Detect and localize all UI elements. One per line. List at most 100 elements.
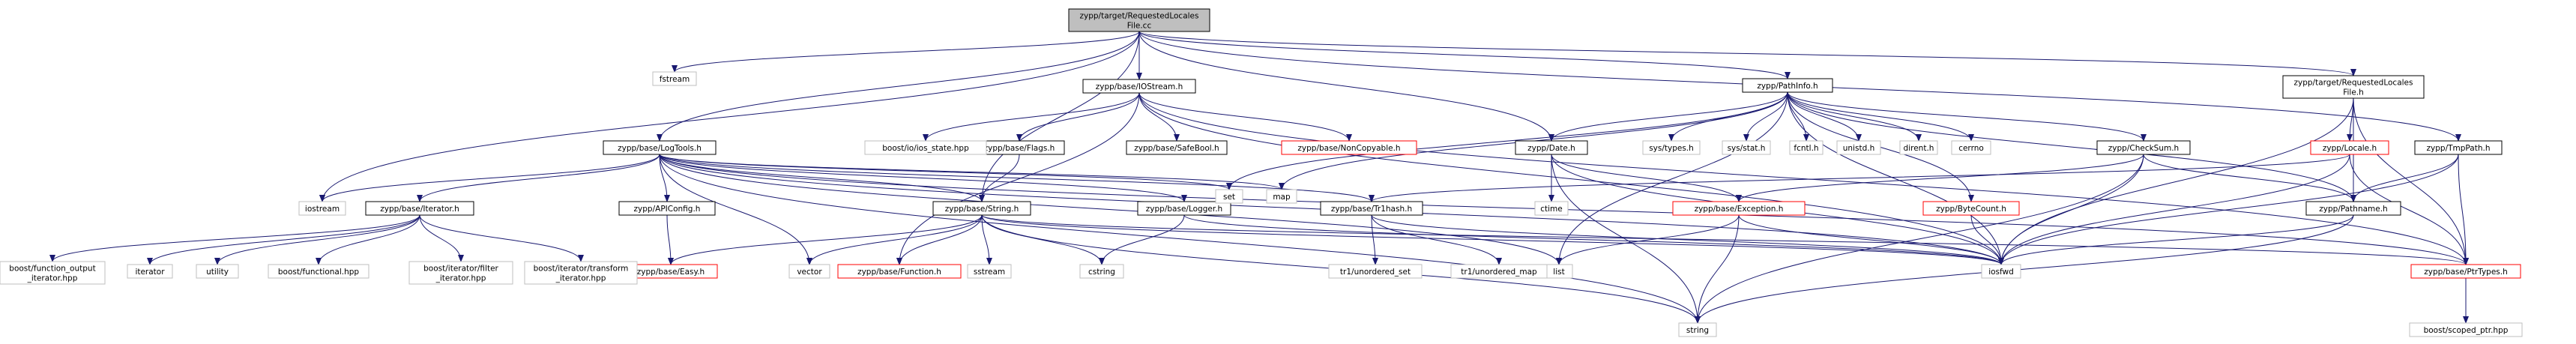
node-date_h[interactable]: zypp/Date.h (1515, 140, 1588, 155)
edge-tr1hash-to-tr1_unordered_set (1371, 214, 1378, 265)
node-label: boost/io/ios_state.hpp (882, 144, 969, 153)
node-label: zypp/target/RequestedLocales (1080, 12, 1199, 21)
edge-string_h-to-iosfwd (981, 214, 2004, 265)
node-box (618, 201, 716, 216)
node-function_h[interactable]: zypp/base/Function.h (837, 264, 962, 279)
edge-pathinfo-to-cerrno (1787, 91, 1974, 142)
node-label: boost/functional.hpp (278, 268, 360, 277)
edge-iostream_h-to-flags (1016, 92, 1140, 142)
edge-rlf_h-to-iosfwd (1998, 97, 2354, 265)
node-label: boost/function_output (9, 265, 95, 274)
edge-logtools-to-vector (659, 154, 812, 265)
node-noncopyable[interactable]: zypp/base/NonCopyable.h (1281, 140, 1417, 155)
edge-pathname-to-string (1695, 214, 2354, 324)
node-box (2409, 322, 2523, 337)
node-box (1328, 264, 1423, 279)
node-iterator_h[interactable]: zypp/base/Iterator.h (365, 201, 474, 216)
node-label: cerrno (1958, 144, 1984, 153)
node-box (1079, 264, 1124, 279)
edge-locale_h-to-tr1hash (1369, 154, 2350, 202)
node-label: sys/types.h (1649, 144, 1694, 153)
node-locale_h[interactable]: zypp/Locale.h (2310, 140, 2389, 155)
node-box (1082, 79, 1196, 94)
node-box (2410, 264, 2521, 279)
edge-iterator_h-to-boost_filter (419, 214, 464, 262)
edge-iostream_h-to-iosfwd (1138, 92, 2004, 265)
node-box (603, 140, 717, 155)
node-label: zypp/base/Logger.h (1146, 205, 1222, 214)
edge-pathinfo-to-sys_types (1668, 91, 1788, 142)
edge-string_h-to-ptrtypes (981, 214, 2469, 265)
node-iostream_h[interactable]: zypp/base/IOStream.h (1082, 79, 1196, 94)
node-pathname[interactable]: zypp/Pathname.h (2305, 201, 2401, 216)
node-label: list (1553, 268, 1564, 277)
node-fstream: fstream (652, 71, 697, 86)
edge-pathinfo-to-pathname (1787, 91, 2356, 202)
node-label: unistd.h (1843, 144, 1874, 153)
node-list: list (1545, 264, 1573, 279)
edge-iostream_h-to-function_h (896, 92, 1140, 265)
node-safebool[interactable]: zypp/base/SafeBool.h (1126, 140, 1228, 155)
node-label: iostream (305, 205, 340, 214)
edge-pathinfo-to-checksum (1787, 91, 2147, 142)
node-box (1678, 322, 1717, 337)
node-apiconfig[interactable]: zypp/APIConfig.h (618, 201, 716, 216)
node-easy[interactable]: zypp/base/Easy.h (624, 264, 718, 279)
node-label: zypp/base/Easy.h (637, 268, 705, 277)
edge-iterator_h-to-iterator (147, 214, 420, 265)
edge-root-to-fstream (672, 31, 1140, 73)
edge-checksum-to-string (1695, 154, 2144, 324)
node-logtools[interactable]: zypp/base/LogTools.h (603, 140, 717, 155)
node-boost_transform: boost/iterator/transform_iterator.hpp (524, 261, 638, 285)
node-label: zypp/target/RequestedLocales (2294, 79, 2413, 88)
node-flags[interactable]: zypp/base/Flags.h (974, 140, 1065, 155)
node-box (1450, 264, 1548, 279)
node-label: _iterator.hpp (27, 274, 78, 283)
node-label: boost/iterator/transform (534, 265, 629, 274)
edge-iterator_h-to-boost_functional (316, 214, 420, 265)
edge-root-to-string_h (979, 31, 1140, 202)
node-label: boost/scoped_ptr.hpp (2424, 326, 2509, 335)
node-pathinfo[interactable]: zypp/PathInfo.h (1742, 78, 1833, 93)
node-label: set (1223, 193, 1235, 202)
node-utility: utility (196, 264, 239, 279)
node-box (2414, 140, 2503, 155)
node-label: zypp/base/Flags.h (984, 144, 1055, 153)
edge-exception-to-list (1556, 214, 1740, 265)
node-box (1672, 201, 1806, 216)
node-tmppath[interactable]: zypp/TmpPath.h (2414, 140, 2503, 155)
node-dirent: dirent.h (1899, 140, 1938, 155)
node-boost_foi: boost/function_output_iterator.hpp (0, 261, 106, 285)
edge-iostream_h-to-noncopyable (1138, 92, 1352, 142)
edge-pathinfo-to-unistd (1787, 91, 1862, 142)
node-checksum[interactable]: zypp/CheckSum.h (2096, 140, 2191, 155)
node-label: zypp/APIConfig.h (634, 205, 701, 214)
edge-logtools-to-iostream (319, 154, 660, 202)
edge-exception-to-string (1695, 214, 1740, 324)
node-label: zypp/Date.h (1527, 144, 1575, 153)
node-cstring: cstring (1079, 264, 1124, 279)
node-string_h[interactable]: zypp/base/String.h (932, 201, 1031, 216)
node-label: fstream (660, 75, 690, 84)
node-bytecount[interactable]: zypp/ByteCount.h (1922, 201, 2020, 216)
node-label: zypp/CheckSum.h (2108, 144, 2179, 153)
node-label: dirent.h (1904, 144, 1934, 153)
node-tr1hash[interactable]: zypp/base/Tr1hash.h (1320, 201, 1423, 216)
node-ptrtypes[interactable]: zypp/base/PtrTypes.h (2410, 264, 2521, 279)
node-map: map (1266, 189, 1297, 204)
edge-pathinfo-to-date_h (1548, 91, 1788, 142)
edge-pathinfo-to-sys_stat (1743, 91, 1788, 142)
edge-string_h-to-sstream (981, 214, 992, 265)
node-box (967, 264, 1012, 279)
node-exception[interactable]: zypp/base/Exception.h (1672, 201, 1806, 216)
edge-root-to-pathinfo (1138, 31, 1791, 79)
node-logger[interactable]: zypp/base/Logger.h (1137, 201, 1231, 216)
node-box (1215, 189, 1243, 204)
node-string: string (1678, 322, 1717, 337)
node-label: zypp/base/IOStream.h (1096, 82, 1183, 91)
node-box (524, 261, 638, 285)
edge-checksum-to-exception (1736, 154, 2144, 202)
